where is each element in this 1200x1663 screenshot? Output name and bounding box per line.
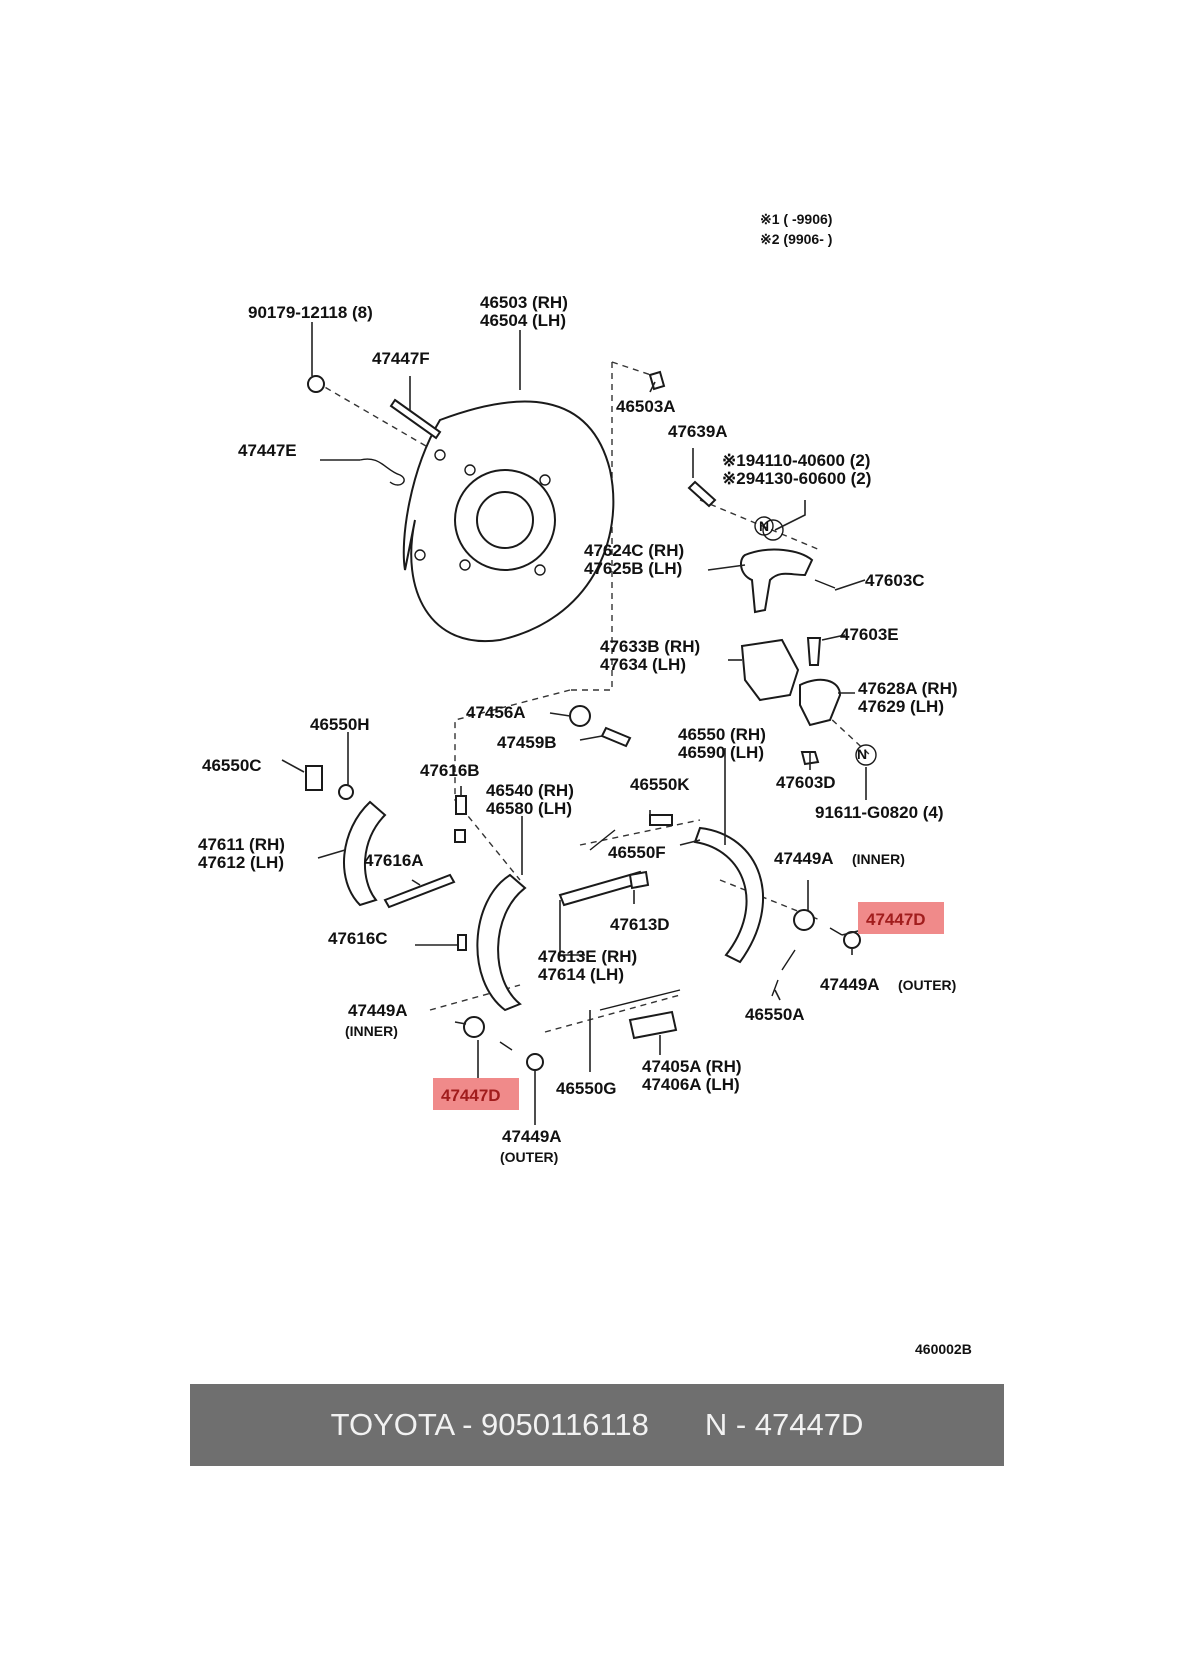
highlight-47447d-right <box>858 902 944 934</box>
label-46550h: 46550H <box>310 715 370 734</box>
label-47624c: 47624C (RH) <box>584 541 684 560</box>
label-94130-60600: ※294130-60600 (2) <box>722 469 871 488</box>
label-47603d: 47603D <box>776 773 836 792</box>
label-46580: 46580 (LH) <box>486 799 572 818</box>
label-91611-g0820: 91611-G0820 (4) <box>815 803 944 822</box>
label-47613d: 47613D <box>610 915 670 934</box>
label-47447d-right: 47447D <box>866 910 926 929</box>
label-47616a: 47616A <box>364 851 424 870</box>
label-47449a-outer-left: 47449A <box>502 1127 562 1146</box>
backing-plate <box>402 400 615 643</box>
part-labels: 90179-12118 (8) 46503 (RH) 46504 (LH) 47… <box>198 293 972 1357</box>
label-46550a: 46550A <box>745 1005 805 1024</box>
label-46550k: 46550K <box>630 775 690 794</box>
label-46550c: 46550C <box>202 756 262 775</box>
label-47449a-outer-right: 47449A <box>820 975 880 994</box>
circle-n-1 <box>754 516 774 536</box>
label-46503: 46503 (RH) <box>480 293 568 312</box>
caption-bar: TOYOTA - 9050116118 N - 47447D <box>190 1384 1004 1466</box>
label-46550: 46550 (RH) <box>678 725 766 744</box>
label-47449a-inner-right-note: (INNER) <box>852 851 905 867</box>
label-47628a: 47628A (RH) <box>858 679 958 698</box>
label-46590: 46590 (LH) <box>678 743 764 762</box>
label-47405a: 47405A (RH) <box>642 1057 742 1076</box>
label-46503a: 46503A <box>616 397 676 416</box>
label-n-2: N <box>857 746 867 762</box>
legend-line-1: ※1 ( -9906) <box>760 211 832 227</box>
label-46540: 46540 (RH) <box>486 781 574 800</box>
label-90179-12118: 90179-12118 (8) <box>248 303 373 322</box>
label-n-1: N <box>759 518 769 534</box>
label-47633b: 47633B (RH) <box>600 637 700 656</box>
label-47459b: 47459B <box>497 733 557 752</box>
label-46550g: 46550G <box>556 1079 617 1098</box>
label-47449a-inner-left-note: (INNER) <box>345 1023 398 1039</box>
label-47603c: 47603C <box>865 571 925 590</box>
label-47616c: 47616C <box>328 929 388 948</box>
label-47447e: 47447E <box>238 441 297 460</box>
label-47611: 47611 (RH) <box>198 835 285 854</box>
label-46504: 46504 (LH) <box>480 311 566 330</box>
label-47603e: 47603E <box>840 625 899 644</box>
label-47449a-inner-left: 47449A <box>348 1001 408 1020</box>
label-47447d-left: 47447D <box>441 1086 501 1105</box>
label-47634: 47634 (LH) <box>600 655 686 674</box>
label-47449a-outer-right-note: (OUTER) <box>898 977 956 993</box>
label-47449a-inner-right: 47449A <box>774 849 834 868</box>
leader-lines <box>281 322 867 1125</box>
label-47406a: 47406A (LH) <box>642 1075 740 1094</box>
brake-shoe-front <box>476 873 527 1012</box>
label-47616b: 47616B <box>420 761 480 780</box>
label-47614: 47614 (LH) <box>538 965 624 984</box>
label-47449a-outer-left-note: (OUTER) <box>500 1149 558 1165</box>
label-47456a: 47456A <box>466 703 526 722</box>
label-47612: 47612 (LH) <box>198 853 284 872</box>
label-46550f: 46550F <box>608 843 666 862</box>
brake-shoe-rear <box>693 826 764 964</box>
label-94110-40600: ※194110-40600 (2) <box>722 451 870 470</box>
caption-part-number: TOYOTA - 9050116118 <box>330 1407 649 1442</box>
label-47447f: 47447F <box>372 349 430 368</box>
parking-shoe-left <box>343 800 387 907</box>
label-47629: 47629 (LH) <box>858 697 944 716</box>
caption-reference: N - 47447D <box>704 1407 864 1442</box>
label-47613e: 47613E (RH) <box>538 947 637 966</box>
label-47625b: 47625B (LH) <box>584 559 682 578</box>
legend-line-2: ※2 (9906- ) <box>760 231 832 247</box>
diagram-code: 460002B <box>915 1341 972 1357</box>
label-47639a: 47639A <box>668 422 728 441</box>
hardware-parts <box>305 370 877 1071</box>
highlight-47447d-left <box>433 1078 519 1110</box>
